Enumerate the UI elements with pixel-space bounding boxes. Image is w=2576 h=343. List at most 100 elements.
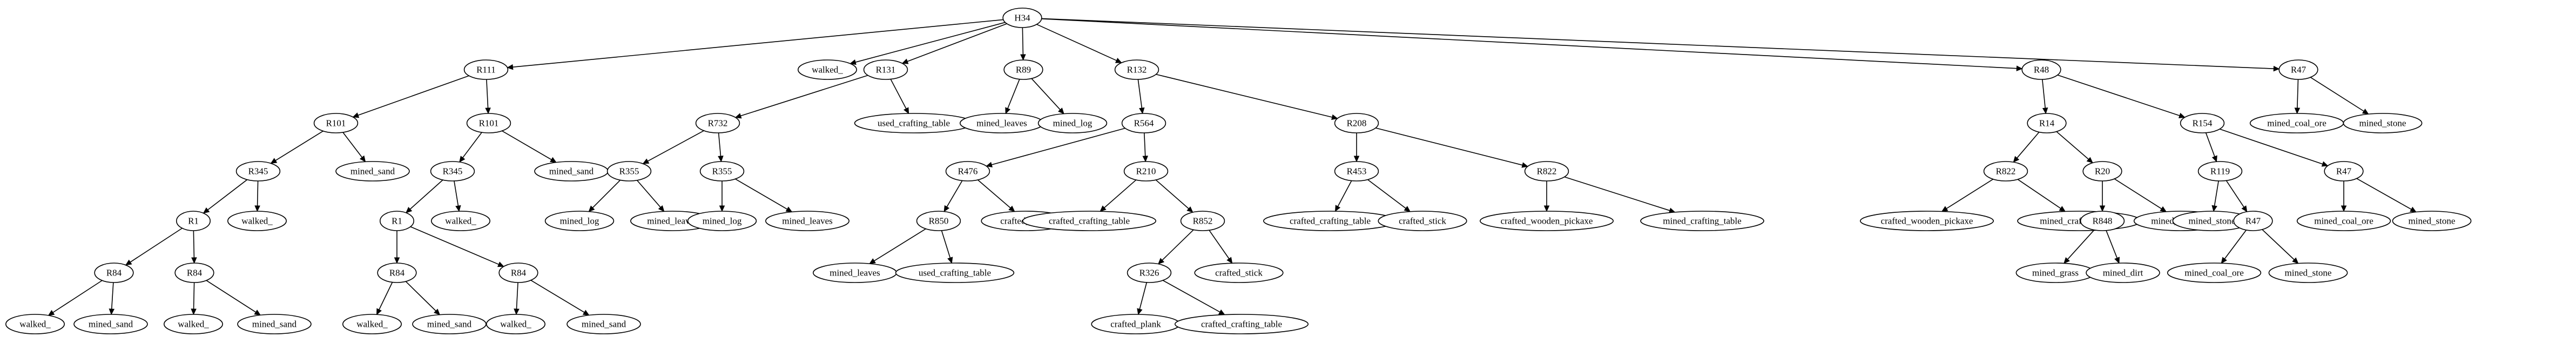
arrowhead-icon — [2042, 107, 2048, 115]
arrowhead-icon — [943, 205, 950, 212]
node-label: walked_ — [445, 216, 476, 226]
edge-n49-n50 — [1157, 229, 1194, 265]
node-r208: R208 — [1334, 113, 1379, 133]
edge-line — [735, 178, 788, 210]
edge-n18-n23 — [109, 282, 115, 315]
arrowhead-icon — [2086, 157, 2093, 164]
edge-n14-n18 — [125, 227, 183, 266]
node-label: crafted_wooden_pickaxe — [1881, 216, 1973, 226]
edge-n12-n17 — [454, 180, 461, 212]
node-r101: R101 — [466, 113, 511, 133]
node-walked: walked_ — [798, 59, 858, 80]
node-label: R101 — [326, 118, 346, 129]
node-label: R345 — [248, 166, 268, 177]
edge-line — [636, 180, 661, 208]
node-label: R852 — [1193, 216, 1213, 226]
edge-n50-n53 — [1162, 280, 1225, 315]
node-label: mined_stone — [2189, 216, 2236, 226]
arrowhead-icon — [1100, 205, 1107, 212]
node-label: R154 — [2193, 118, 2213, 129]
edge-n19-n24 — [191, 282, 197, 315]
node-ellipse — [1983, 161, 2028, 181]
node-ellipse — [544, 211, 615, 231]
node-label: H34 — [1014, 13, 1030, 23]
edge-n60-n63 — [2056, 131, 2093, 164]
node-ellipse — [1378, 211, 1467, 231]
node-label: R208 — [1347, 118, 1367, 129]
node-label: R84 — [187, 268, 203, 278]
edge-n19-n25 — [206, 280, 261, 316]
node-ellipse — [2021, 59, 2061, 80]
node-label: R111 — [476, 65, 496, 75]
node-label: mined_sand — [89, 319, 133, 329]
edge-line — [1375, 127, 1523, 166]
edge-line — [1337, 180, 1352, 207]
edge-n21-n29 — [530, 280, 590, 316]
edge-line — [2219, 129, 2323, 165]
arrowhead-icon — [2099, 205, 2106, 212]
node-ellipse — [498, 263, 538, 283]
arrowhead-icon — [1157, 258, 1165, 265]
node-label: mined_sand — [549, 166, 594, 177]
node-r355: R355 — [606, 161, 652, 181]
edge-line — [648, 130, 704, 162]
node-label: walked_ — [178, 319, 209, 329]
node-walked: walked_ — [342, 314, 402, 334]
edges-layer — [48, 18, 2417, 316]
node-ellipse — [377, 263, 417, 283]
edge-n4-n39 — [1031, 78, 1064, 115]
arrowhead-icon — [901, 58, 909, 64]
edge-n6-n61 — [2057, 75, 2186, 118]
edge-n43-n49 — [1155, 179, 1193, 213]
node-mined-log: mined_log — [544, 211, 615, 231]
edge-line — [193, 230, 195, 258]
edge-line — [2356, 178, 2412, 210]
edge-n1-n9 — [485, 79, 491, 115]
edge-n70-n72 — [2211, 180, 2219, 212]
node-ellipse — [2197, 161, 2243, 181]
arrowhead-icon — [352, 112, 360, 118]
node-mined-dirt: mined_dirt — [2086, 263, 2160, 283]
node-ellipse — [695, 113, 740, 133]
node-ellipse — [1002, 8, 1042, 28]
arrowhead-icon — [582, 310, 590, 316]
node-ellipse — [485, 314, 545, 334]
edge-n63-n66 — [2099, 181, 2106, 212]
arrowhead-icon — [2341, 205, 2347, 212]
edge-line — [275, 130, 323, 161]
edge-n14-n19 — [191, 230, 197, 264]
arrowhead-icon — [394, 257, 400, 264]
node-ellipse — [2180, 113, 2225, 133]
node-label: used_crafting_table — [878, 118, 950, 129]
arrowhead-icon — [947, 257, 953, 264]
edge-n33-n37 — [735, 178, 793, 212]
node-ellipse — [342, 314, 402, 334]
node-mined-log: mined_log — [1037, 113, 1108, 133]
edge-n60-n62 — [2013, 132, 2040, 163]
node-r326: R326 — [1127, 263, 1172, 283]
edge-line — [1162, 280, 1220, 313]
arrowhead-icon — [1941, 206, 1948, 212]
edge-n63-n67 — [2114, 178, 2167, 212]
arrowhead-icon — [191, 308, 197, 315]
node-ellipse — [335, 161, 410, 181]
edge-line — [512, 19, 1003, 68]
node-label: mined_leaves — [976, 118, 1027, 129]
arrowhead-icon — [2211, 155, 2217, 163]
arrowhead-icon — [2114, 257, 2120, 264]
edge-n44-n47 — [941, 230, 953, 264]
node-crafted-wooden-pickaxe: crafted_wooden_pickaxe — [1480, 211, 1614, 231]
arrowhead-icon — [1334, 205, 1341, 212]
node-r355: R355 — [699, 161, 745, 181]
node-label: walked_ — [812, 65, 843, 75]
node-ellipse — [606, 161, 652, 181]
node-ellipse — [699, 161, 745, 181]
arrowhead-icon — [109, 308, 115, 315]
node-ellipse — [1114, 59, 1159, 80]
node-ellipse — [1123, 161, 1169, 181]
arrowhead-icon — [1115, 58, 1122, 63]
edge-n33-n36 — [719, 181, 725, 212]
node-walked: walked_ — [430, 211, 490, 231]
arrowhead-icon — [254, 310, 261, 316]
edge-n0-n5 — [1036, 24, 1122, 63]
